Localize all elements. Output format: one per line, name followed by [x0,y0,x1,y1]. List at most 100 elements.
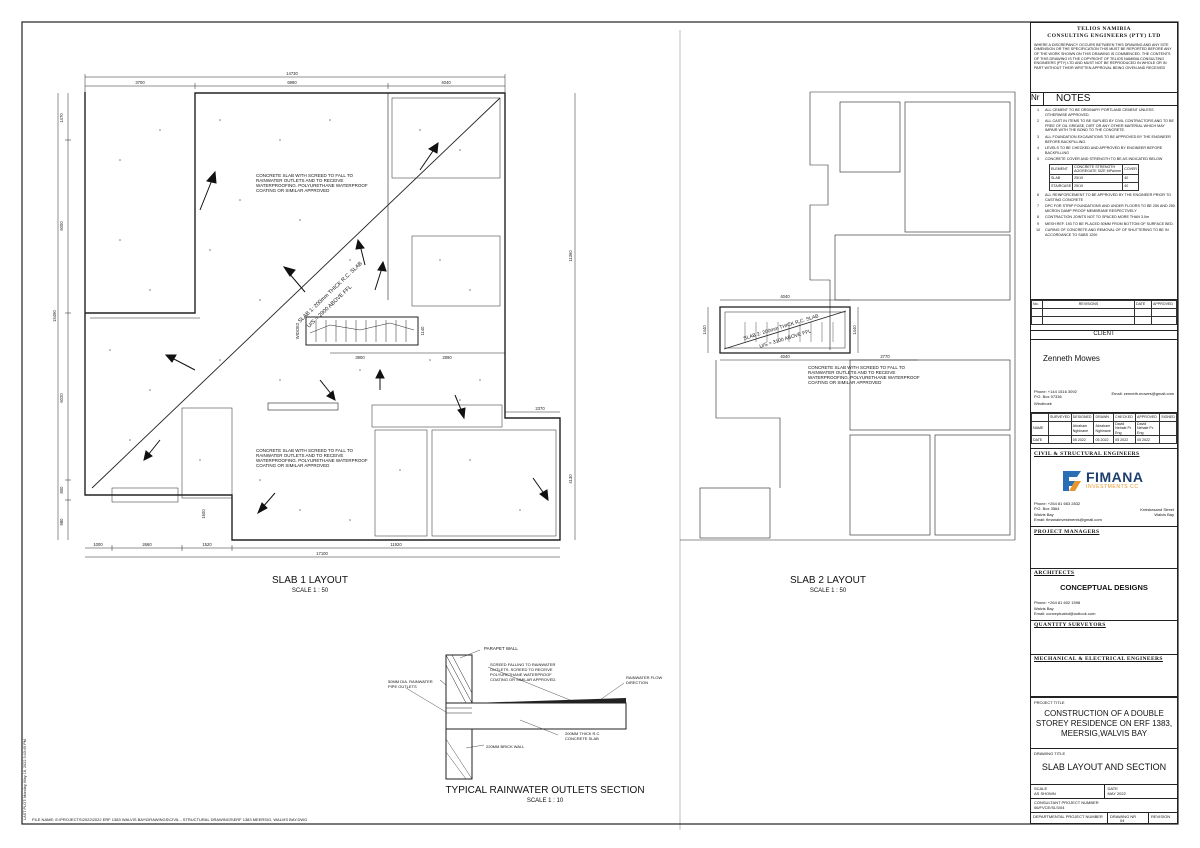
svg-text:980: 980 [59,518,64,526]
sig-name: David Nehale Pr. Eng [1135,420,1161,437]
svg-text:4130: 4130 [568,474,573,484]
conc-cell: 25/19 [1072,173,1124,183]
slab1-dim-text: 14730 3700 6990 4040 1000 2660 1520 1192… [52,71,573,556]
label-parapet: PARAPET WALL [484,646,518,651]
svg-text:1140: 1140 [420,326,425,336]
arch-town: Walvis Bay [1034,606,1054,611]
conc-cell: STAIRCASE [1048,181,1074,191]
conc-cell: SLAB [1048,173,1074,183]
sig-date: 05 2022 [1070,435,1095,445]
svg-text:2660: 2660 [142,542,152,547]
client-phone: Phone: +144 1516 3092 [1034,389,1077,394]
svg-text:4040: 4040 [780,354,790,359]
sig-date-label: DATE [1031,435,1049,445]
arch-label: ARCHITECTS [1034,570,1075,576]
arch-phone: Phone: +264 81 602 1598 [1034,600,1081,605]
signoff-table: SURVEYED DESIGNED DRAWN CHECKED APPROVED… [1031,413,1177,445]
last-plot-text: LAST PLOT: Monday, May 16, 2022 3:43:49 … [23,739,27,820]
fimana-street: Kreiskesand Street [1140,507,1174,512]
note-text: MESH REF. 193 TO BE PLACED 50MM FROM BOT… [1045,221,1174,226]
revision-label: REVISION [1151,814,1171,819]
notes-nr-header: Nr [1031,93,1044,105]
file-name-text: FILE NAME: E:\PROJECTS\2022\2022 ERF 138… [32,817,308,822]
drawing-title-label: DRAWING TITLE [1034,751,1066,756]
note-text: ALL REINFORCEMENT TO BE APPROVED BY THE … [1045,192,1172,202]
slab2-dim-text: 4040 4040 2770 1440 1440 [702,294,890,359]
label-slab: 200mm THICK R.C. CONCRETE SLAB [565,731,601,741]
slab1-scale: SCALE 1 : 50 [291,588,329,594]
arch-name: CONCEPTUAL DESIGNS [1060,582,1148,592]
company-name-1: TELIOS NAMIBIA [1077,26,1131,32]
label-pipe: 50mm DIA. RAINWATER PIPE OUTLETS [388,679,433,689]
sig-name [1048,420,1072,437]
slab2-plan [707,299,918,361]
me-label: MECHANICAL & ELECTRICAL ENGINEERS [1034,656,1163,662]
slab1-note-bottom: CONCRETE SLAB WITH SCREED TO FALL TO RAI… [256,448,368,468]
note-text: ALL FOUNDATION EXCAVATIONS TO BE APPROVE… [1045,134,1171,144]
conc-cell: 25/19 [1072,181,1124,191]
section-detail [405,649,627,780]
sig-name: Abraham Nghinane [1070,420,1095,437]
fimana-town: Walvis Bay [1034,512,1054,517]
sig-h: APPROVED [1135,413,1161,422]
drawing-nr-value: 04 [1120,818,1125,823]
svg-text:3900: 3900 [355,355,365,360]
svg-text:800: 800 [59,486,64,494]
conc-cell: 40 [1122,173,1139,183]
svg-text:17100: 17100 [316,551,328,556]
project-title: CONSTRUCTION OF A DOUBLE STOREY RESIDENC… [1035,709,1173,738]
sig-date: 05 2022 [1113,435,1137,445]
slab2-background-plan [679,30,1016,830]
slab1-hatch [109,119,521,521]
svg-text:3700: 3700 [135,80,145,85]
svg-text:6020: 6020 [59,393,64,403]
svg-text:WIDOE2: WIDOE2 [295,322,300,339]
sig-h: DESIGNED [1070,413,1095,422]
note-text: ALL CEMENT TO BE ORDINARY PORTLAND CEMEN… [1045,108,1154,117]
date-value: MAY 2022 [1107,791,1126,796]
svg-text:1600: 1600 [201,509,206,519]
fimana-city: Walvis Bay [1154,512,1174,517]
scale-value: AS SHOWN [1034,791,1056,796]
label-screed: SCREED FALLING TO RAINWATER OUTLETS. SCR… [490,662,557,682]
svg-text:1000: 1000 [93,542,103,547]
svg-text:1520: 1520 [202,542,212,547]
cpn-label: CONSULTANT PROJECT NUMBER [1034,800,1099,805]
note-text: ALL CAST IN ITEMS TO BE SUPLIED BY CIVIL… [1045,119,1174,133]
sig-name: Abraham Nghinane [1093,420,1115,437]
fimana-name: FIMANA [1086,469,1144,486]
pm-label: PROJECT MANAGERS [1034,529,1100,535]
svg-text:11920: 11920 [390,542,402,547]
svg-text:15490: 15490 [52,310,57,322]
fimana-logo: FIMANA INVESTMENTS CC [1061,469,1143,493]
svg-text:6990: 6990 [287,80,297,85]
slab1-dims [57,74,576,558]
sig-date [1048,435,1072,445]
project-title-label: PROJECT TITLE [1034,700,1065,705]
client-town: Windhoek [1034,401,1052,406]
arch-email: Email: conceptualxd@outlook.com [1034,611,1096,616]
svg-text:1440: 1440 [852,325,857,335]
label-brick: 220mm BRICK WALL [486,744,525,749]
dim-14730: 14730 [286,71,298,76]
note-number: 10 [1035,228,1041,233]
sig-name: David Nehale Pr. Eng [1113,420,1137,437]
fimana-email: Email: fimanainvestments@gmail.com [1034,517,1102,522]
svg-text:1470: 1470 [59,113,64,123]
company-name-2: CONSULTING ENGINEERS (PTY) LTD [1047,32,1161,39]
svg-text:2370: 2370 [535,406,545,411]
notes-list-2: 6 ALL REINFORCEMENT TO BE APPROVED BY THE… [1031,193,1177,238]
rev-date: DATE [1134,300,1152,309]
fimana-logo-icon [1063,471,1081,491]
client-po: P.O. Box 97336 [1034,394,1062,399]
drawing-nr-label: DRAWING NR [1110,814,1137,819]
label-flow: RAINWATER FLOW DIRECTION [626,675,663,685]
client-label: CLIENT [1031,331,1177,340]
note-number: 6 [1036,192,1040,197]
note-text: LEVELS TO BE CHECKED AND APPROVED BY ENG… [1045,146,1163,155]
slab1-diag-label-1: SLAB 1: 200mm THICK R.C. SLAB [297,261,364,325]
